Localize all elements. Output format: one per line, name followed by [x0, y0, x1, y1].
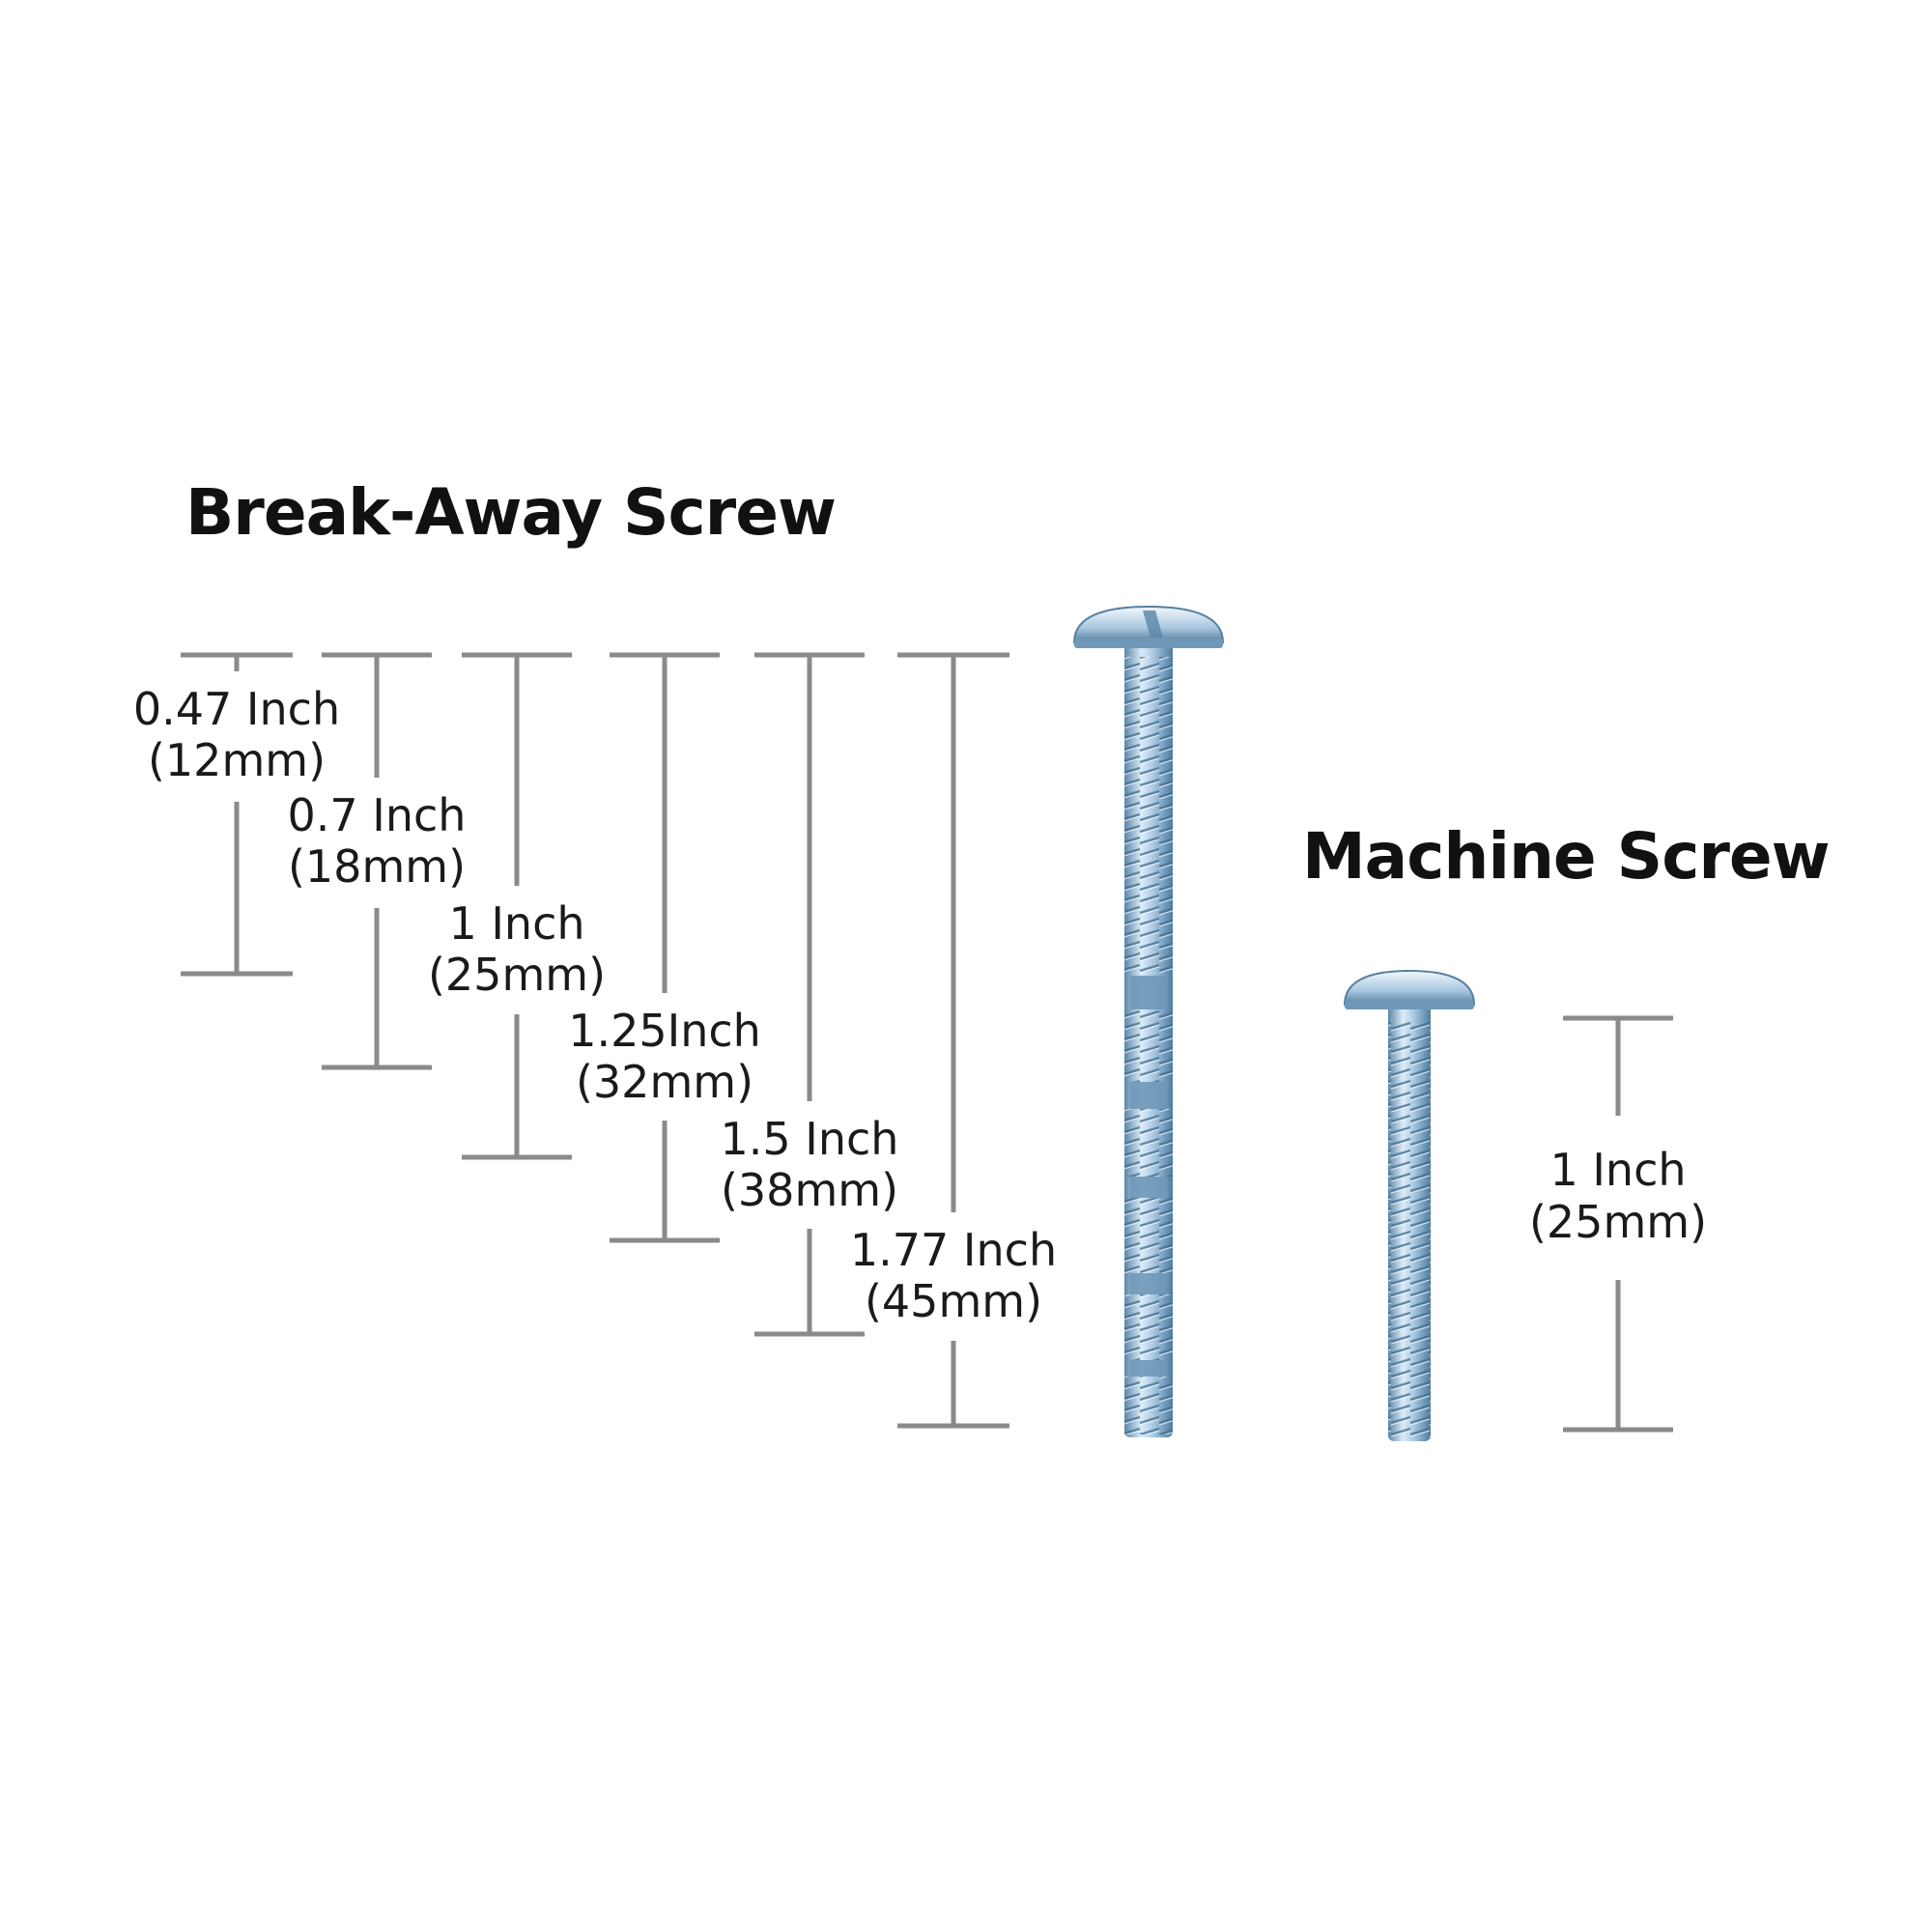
machine-label-mm: (25mm) — [1529, 1196, 1707, 1248]
break-away-notches — [1130, 976, 1167, 1377]
dimension-label-mm: (38mm) — [721, 1164, 898, 1216]
dimension-label-inch: 1.25Inch — [568, 1005, 761, 1057]
dimension-label-mm: (18mm) — [288, 840, 466, 893]
dimension-label-mm: (25mm) — [428, 949, 606, 1001]
machine-screw-head — [1343, 969, 1476, 1006]
dimension-label-inch: 1.77 Inch — [850, 1224, 1057, 1276]
dimension-label-inch: 0.7 Inch — [288, 789, 467, 841]
dimension-label-mm: (45mm) — [865, 1275, 1042, 1327]
break-away-thread-sections — [1124, 657, 1173, 1435]
dimension-label-inch: 1.5 Inch — [721, 1113, 899, 1165]
dimension-label-mm: (32mm) — [576, 1056, 753, 1108]
machine-screw-title: Machine Screw — [1302, 819, 1831, 894]
dimension-label-inch: 0.47 Inch — [133, 683, 340, 735]
machine-screw-image — [1343, 969, 1476, 1441]
break-away-screw-title: Break-Away Screw — [185, 475, 837, 550]
break-away-screw-image — [1072, 605, 1225, 1437]
dimension-label-mm: (12mm) — [148, 734, 326, 786]
dimension-label-inch: 1 Inch — [448, 897, 584, 950]
slot-icon — [1143, 611, 1163, 638]
machine-label-inch: 1 Inch — [1549, 1144, 1686, 1196]
